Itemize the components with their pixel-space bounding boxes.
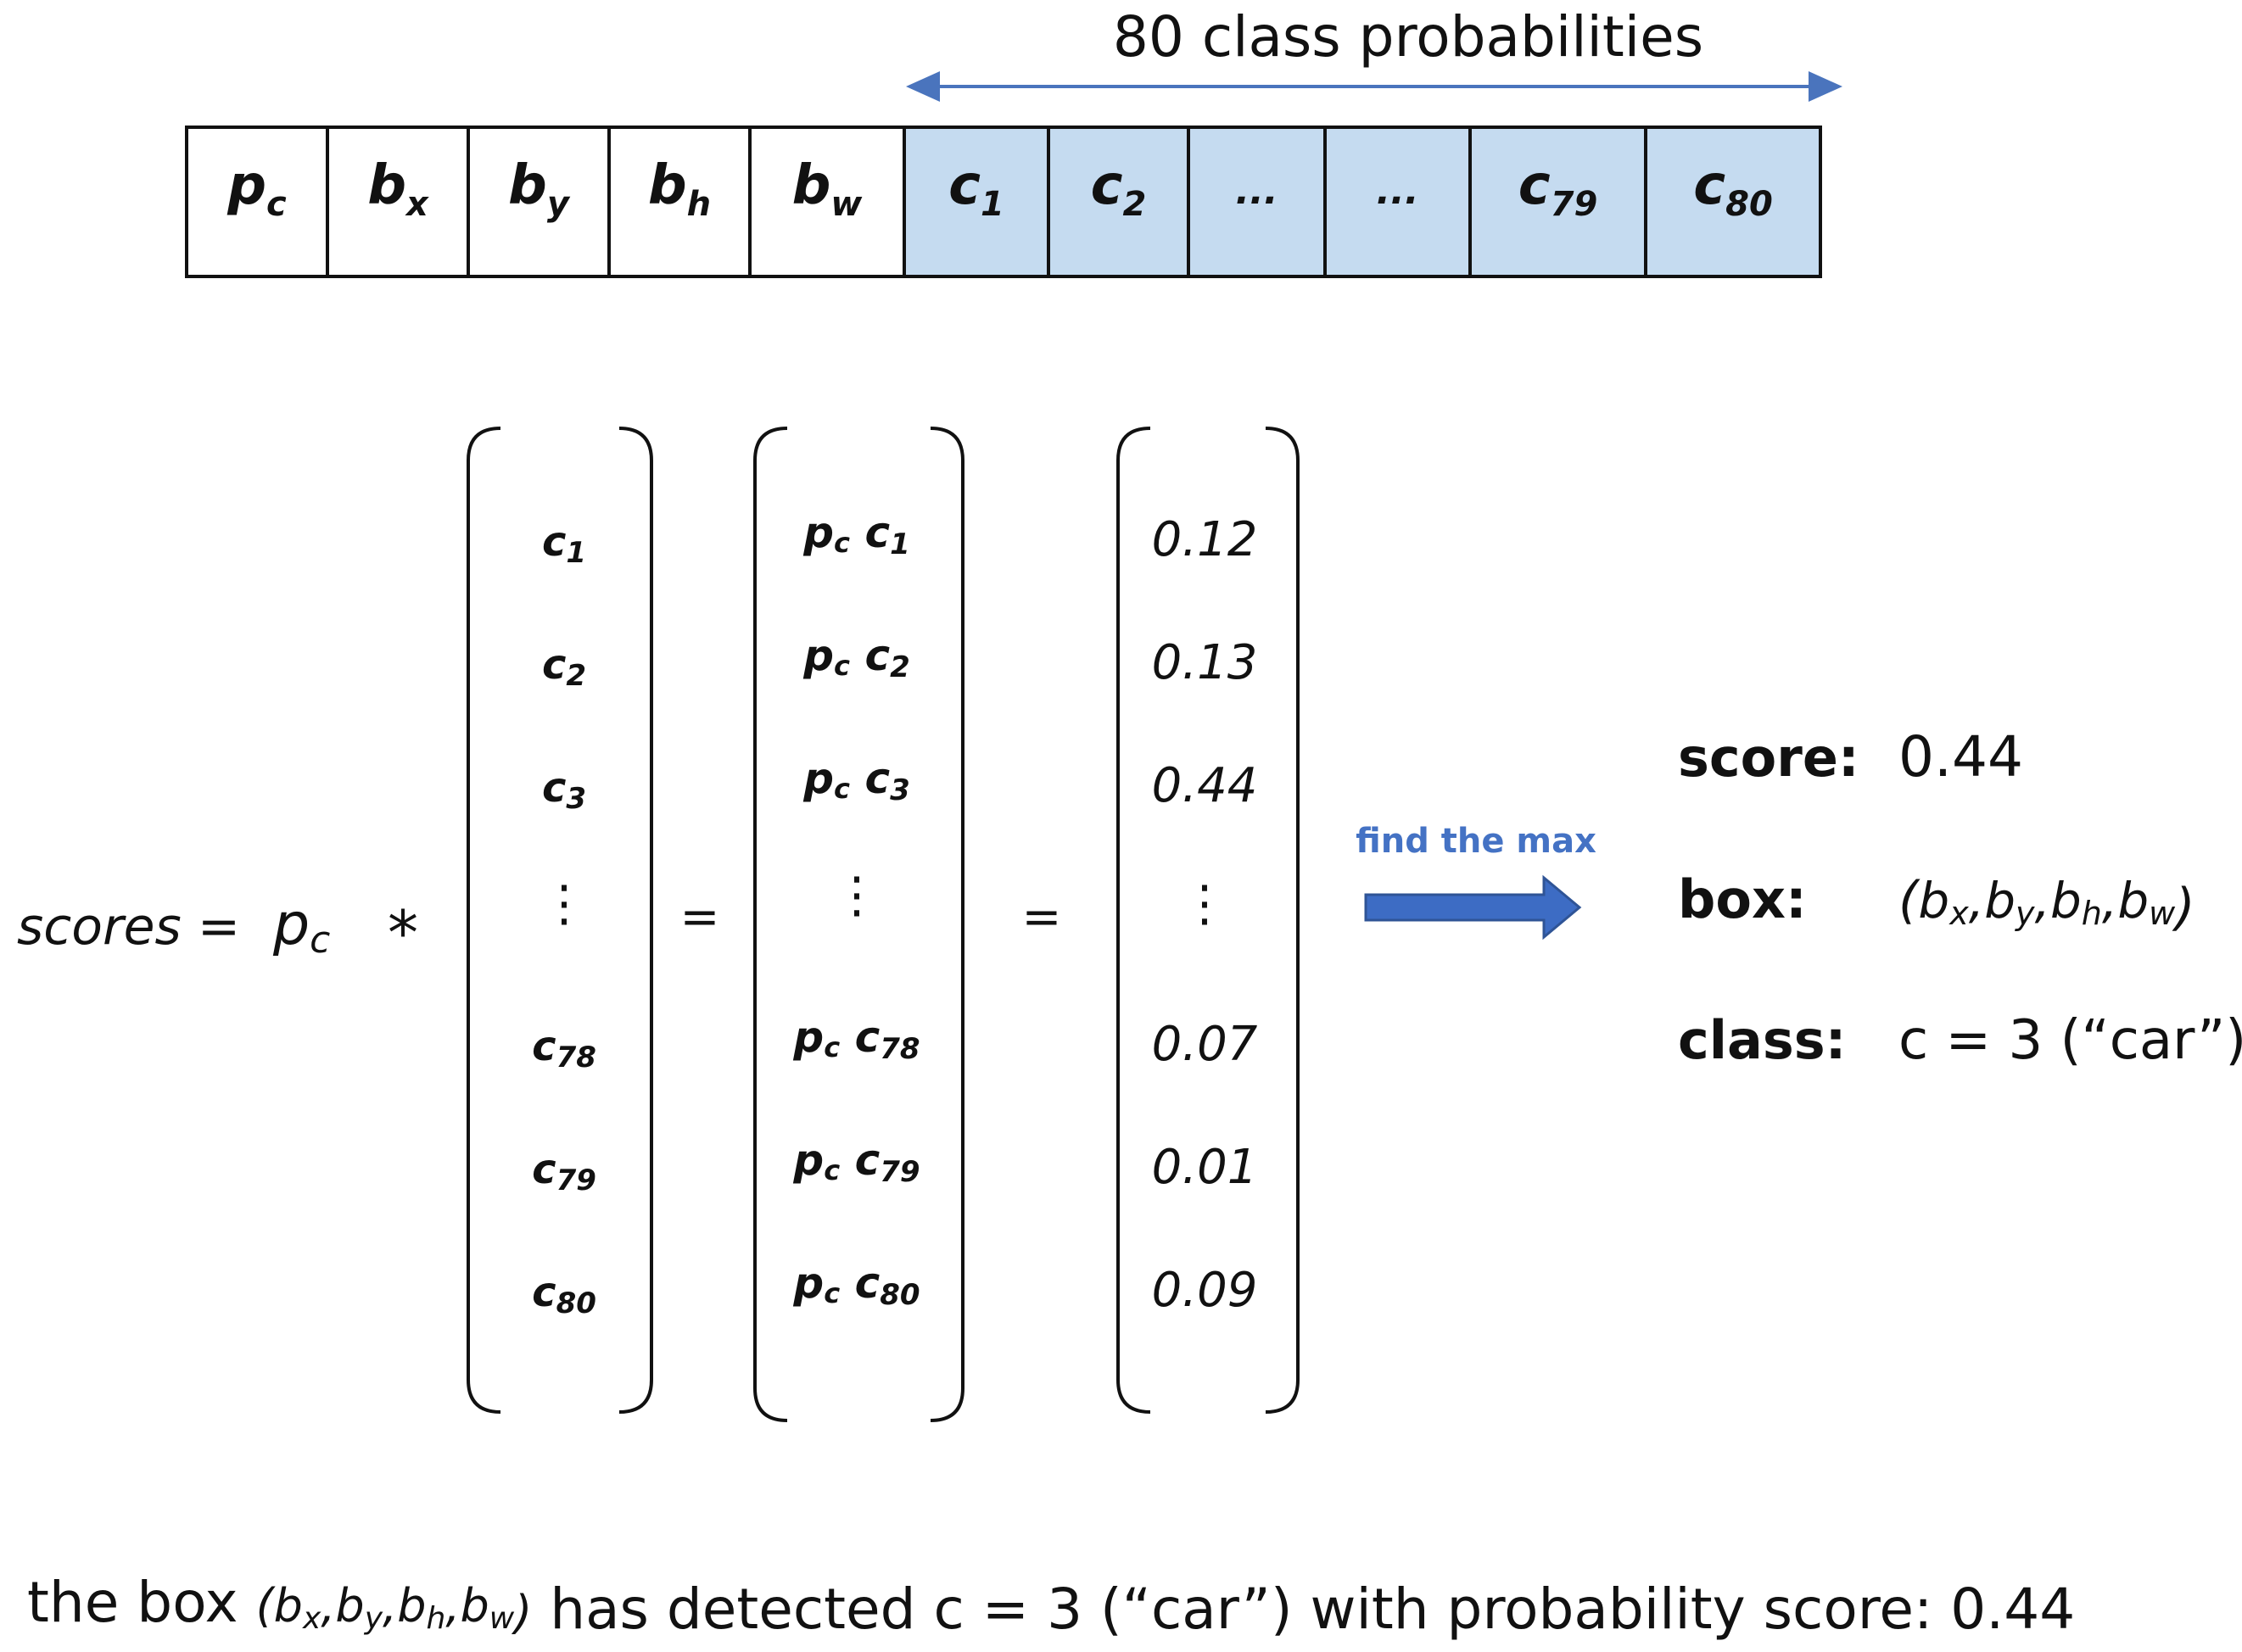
class-label: class: xyxy=(1678,1009,1846,1071)
scores-label: scores = xyxy=(17,897,240,957)
score-entry: 0.09 xyxy=(1152,1263,1258,1318)
equation: scores = pc * = = c1 c2 c3 ⋮ c78 c79 c80 pc c1… xyxy=(17,427,1300,1422)
vector-cell-label: bx xyxy=(367,154,429,224)
vector-cell xyxy=(326,126,470,278)
product-entry: pc c80 xyxy=(792,1259,920,1312)
multiply-symbol: * xyxy=(388,897,418,968)
class-entry: c2 xyxy=(542,641,586,693)
score-entry: 0.01 xyxy=(1152,1140,1258,1195)
product-column-vector: pc c1 pc c2 pc c3 ⋮ pc c78 pc c79 pc c80 xyxy=(753,427,964,1422)
score-entry: 0.12 xyxy=(1152,512,1258,567)
left-bracket xyxy=(1116,427,1151,1414)
box-label: box: xyxy=(1678,868,1807,930)
vector-cell-label: c1 xyxy=(948,154,1004,224)
pc-factor: pc xyxy=(272,891,330,962)
equals-symbol-2: = xyxy=(1022,890,1062,945)
product-entry: pc c79 xyxy=(792,1136,920,1189)
vector-cell-label: pc xyxy=(226,154,287,224)
left-bracket xyxy=(753,427,788,1422)
class-entry: c79 xyxy=(532,1146,596,1197)
vector-cell-label: bh xyxy=(648,154,711,224)
arrow-left-head xyxy=(906,71,940,102)
class-column-vector: c1 c2 c3 ⋮ c78 c79 c80 xyxy=(467,427,653,1414)
output-vector: pc bx by bh bw c1 c2...... c79 c80 xyxy=(185,126,1822,278)
product-entry: pc c1 xyxy=(802,508,910,561)
vector-cell-label: bw xyxy=(792,154,864,224)
vector-cell xyxy=(607,126,752,278)
product-entry: pc c2 xyxy=(802,631,910,684)
right-bracket xyxy=(930,427,964,1422)
vector-cell-label: ... xyxy=(1235,170,1278,213)
class-entry: c1 xyxy=(542,518,586,570)
right-bracket xyxy=(1265,427,1300,1414)
vector-cell xyxy=(1468,126,1647,278)
class-entry: c78 xyxy=(532,1023,596,1074)
right-arrow-icon xyxy=(1364,874,1582,940)
left-bracket xyxy=(467,427,501,1414)
vertical-ellipsis: ⋮ xyxy=(540,874,589,932)
vector-cell xyxy=(1047,126,1190,278)
score-entry: 0.44 xyxy=(1152,758,1258,813)
vector-cell-label: c2 xyxy=(1091,154,1147,224)
vertical-ellipsis: ⋮ xyxy=(1180,874,1229,932)
score-value: 0.44 xyxy=(1898,724,2023,790)
score-entry: 0.07 xyxy=(1152,1017,1258,1072)
right-bracket xyxy=(618,427,653,1414)
result-block: score: 0.44 box: (bx,by,bh,bw) class: c … xyxy=(1678,724,2242,1072)
box-value: (bx,by,bh,bw) xyxy=(1898,871,2195,937)
vector-cell xyxy=(467,126,611,278)
product-entry: pc c78 xyxy=(792,1013,920,1066)
caption: the box (bx,by,bh,bw) has detected c = 3… xyxy=(27,1570,2075,1642)
vector-cell xyxy=(1644,126,1822,278)
score-column-vector: 0.12 0.13 0.44 ⋮ 0.07 0.01 0.09 xyxy=(1116,427,1300,1414)
vector-cell xyxy=(1323,126,1472,278)
class-span-arrow xyxy=(906,71,1842,102)
find-max-arrow: find the max xyxy=(1356,822,1596,940)
vector-cell-label: c80 xyxy=(1693,154,1773,224)
vertical-ellipsis: ⋮ xyxy=(832,866,881,924)
vector-cell-label: by xyxy=(508,154,571,224)
class-probabilities-title: 80 class probabilities xyxy=(1113,4,1703,70)
score-label: score: xyxy=(1678,727,1859,789)
class-entry: c80 xyxy=(532,1269,596,1320)
vector-cell-label: c79 xyxy=(1518,154,1598,224)
find-max-label: find the max xyxy=(1356,822,1596,861)
arrow-right-head xyxy=(1809,71,1842,102)
score-entry: 0.13 xyxy=(1152,635,1258,690)
equals-symbol-1: = xyxy=(680,890,720,945)
class-entry: c3 xyxy=(542,764,586,816)
product-entry: pc c3 xyxy=(802,754,910,807)
vector-cell-label: ... xyxy=(1376,170,1418,213)
class-value: c = 3 (“car”) xyxy=(1898,1009,2242,1072)
